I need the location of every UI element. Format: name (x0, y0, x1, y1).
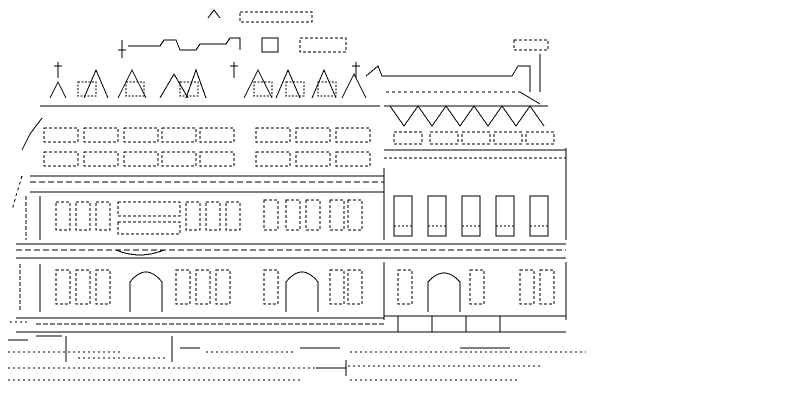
arch-door-left (129, 271, 163, 312)
pavement-texture (8, 321, 586, 381)
arch-door-middle (285, 271, 319, 312)
street-level (8, 315, 586, 381)
string-course (16, 243, 566, 259)
ground-floor (19, 262, 567, 320)
roofline (49, 9, 549, 105)
middle-floor (25, 195, 549, 240)
upper-floor (21, 105, 567, 240)
cornice (11, 168, 385, 240)
right-wing-windows (393, 195, 549, 237)
arch-door-right (427, 272, 461, 312)
